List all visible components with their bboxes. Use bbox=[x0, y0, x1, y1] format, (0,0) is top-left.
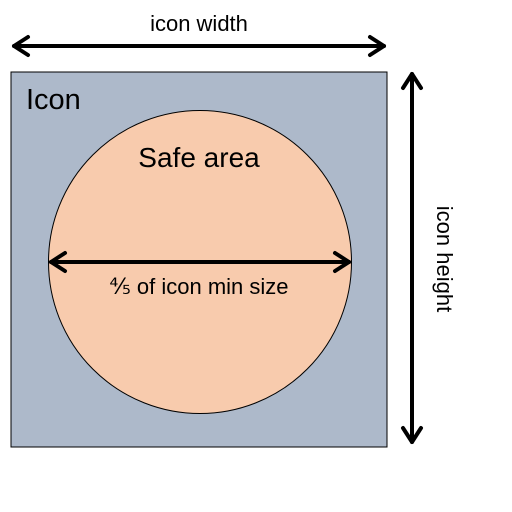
safe-area-label: Safe area bbox=[138, 142, 260, 173]
diameter-label: ⅘ of icon min size bbox=[109, 274, 289, 299]
width-arrow bbox=[12, 35, 386, 57]
icon-width-label: icon width bbox=[150, 11, 248, 36]
diameter-arrow bbox=[49, 251, 351, 273]
icon-height-label: icon height bbox=[432, 205, 457, 313]
height-arrow bbox=[401, 72, 423, 444]
icon-label: Icon bbox=[26, 84, 81, 116]
